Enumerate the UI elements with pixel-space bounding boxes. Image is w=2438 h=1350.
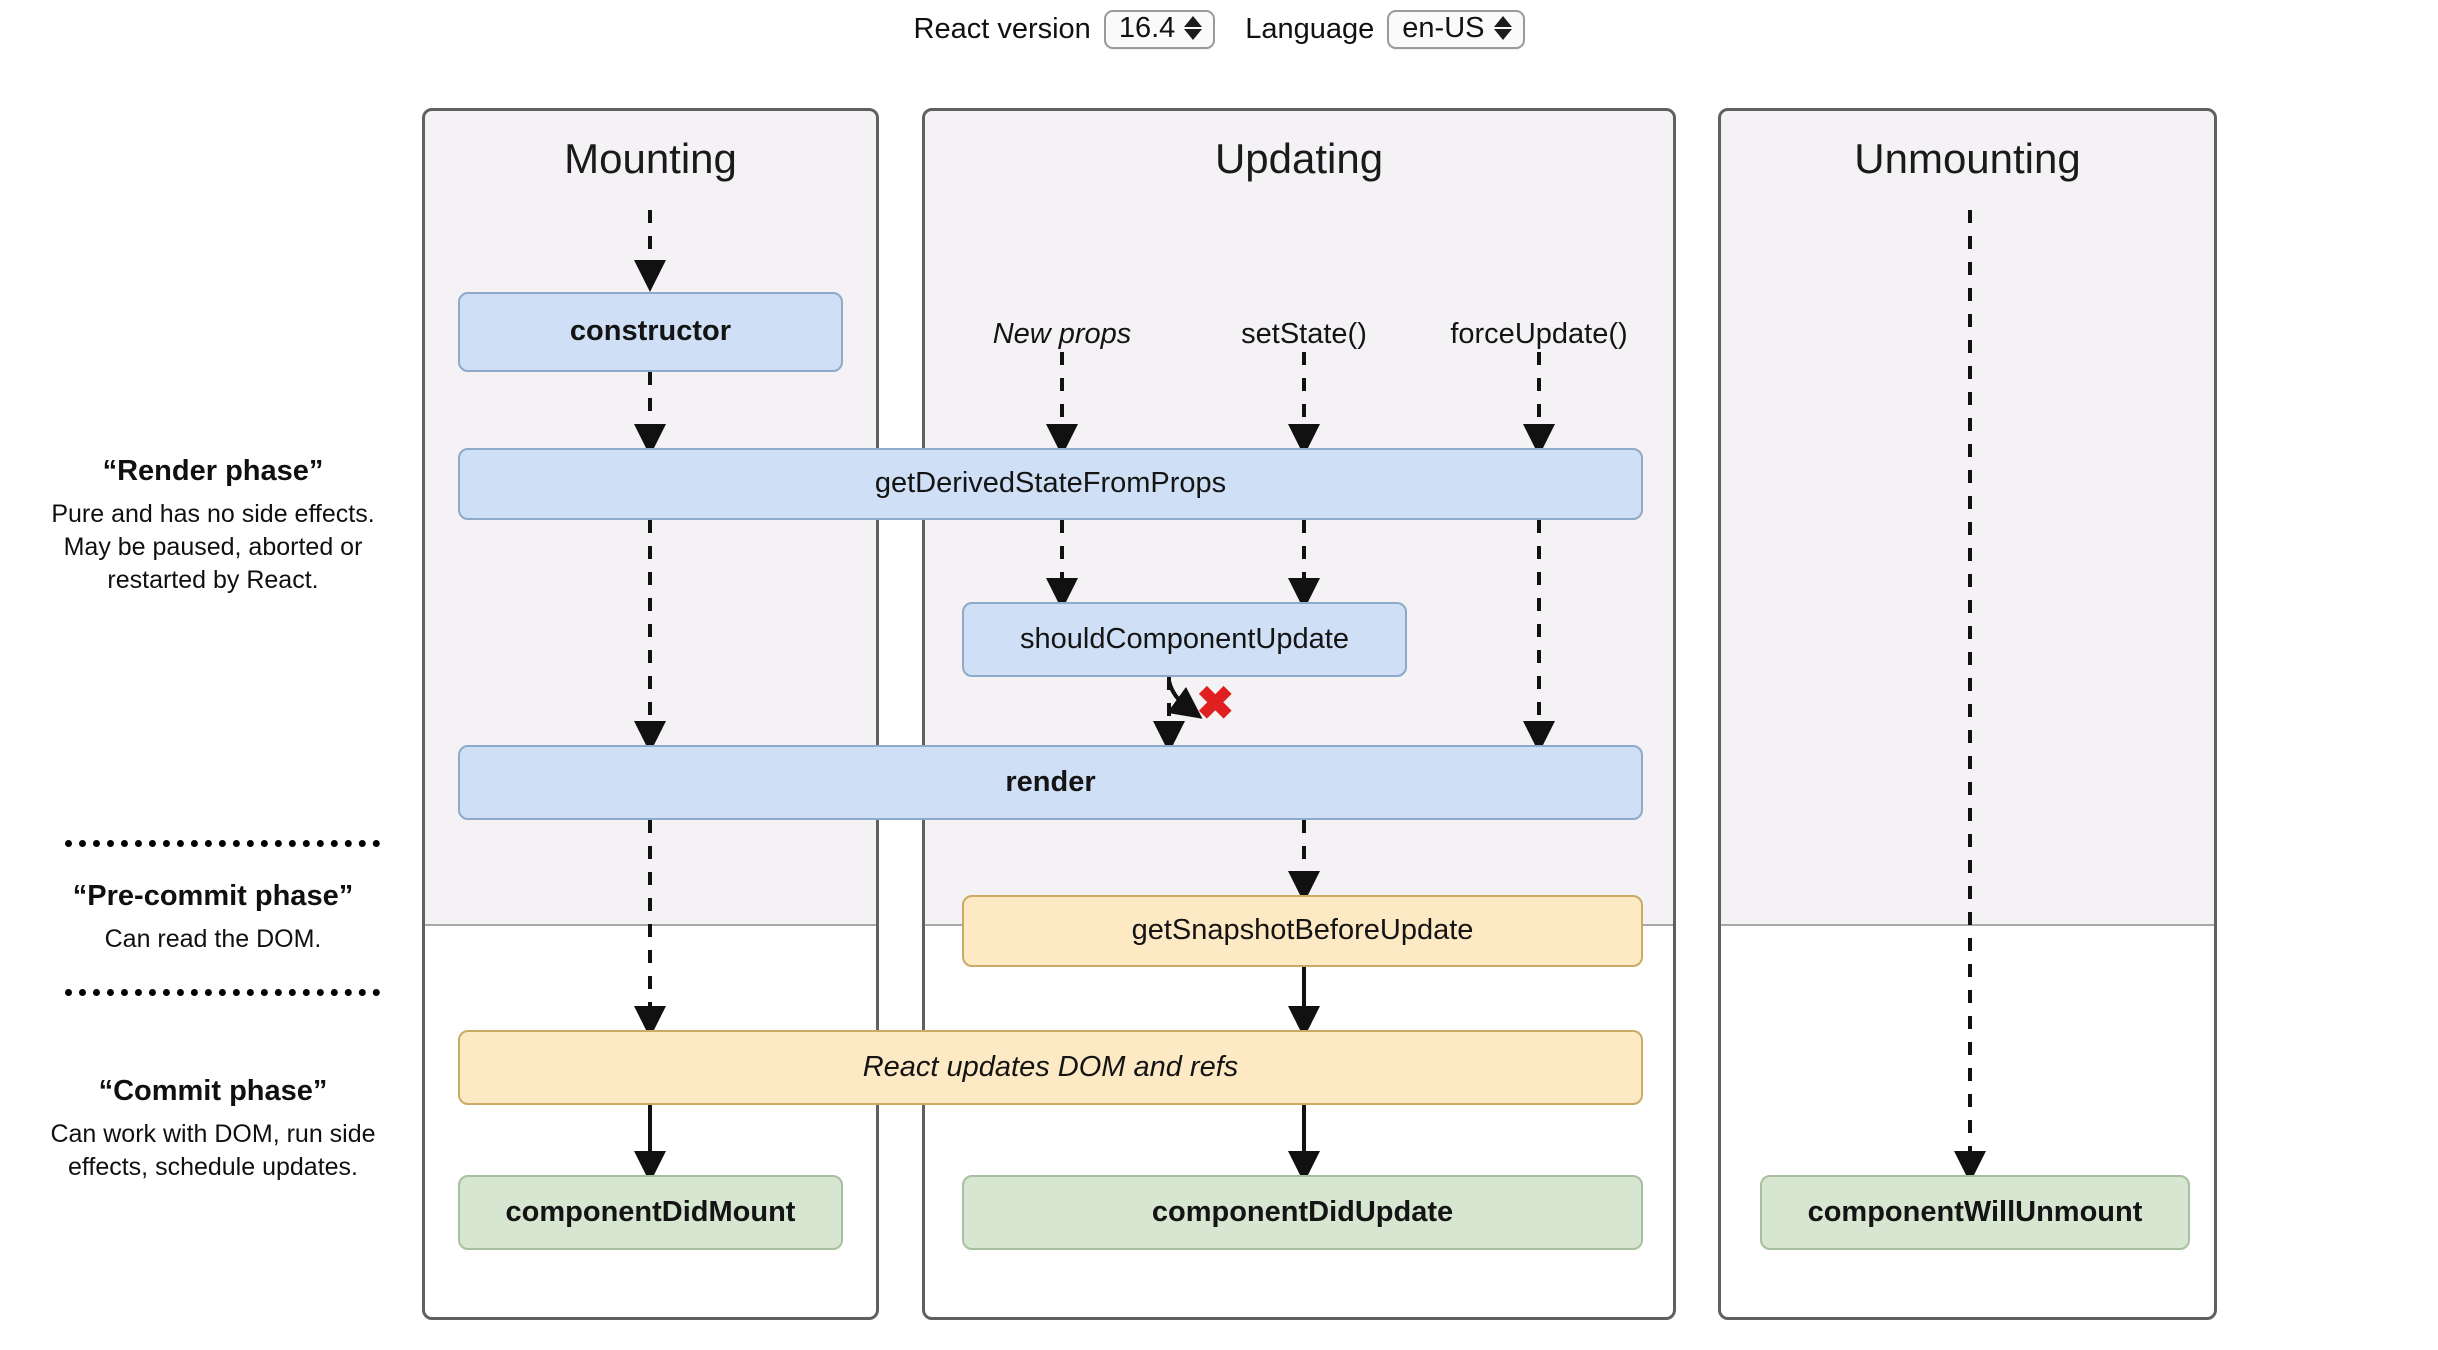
lifecycle-box-component-did-mount[interactable]: componentDidMount (458, 1175, 843, 1250)
unmounting-phase-divider (1721, 924, 2214, 926)
lifecycle-box-get-derived-state-from-props[interactable]: getDerivedStateFromProps (458, 448, 1643, 520)
lifecycle-box-react-updates-dom-and-refs[interactable]: React updates DOM and refs (458, 1030, 1643, 1105)
react-version-select[interactable]: 16.4 (1103, 9, 1216, 49)
unmounting-render-phase-shade (1721, 111, 2214, 924)
trigger-new-props: New props (992, 318, 1132, 350)
column-title-unmounting: Unmounting (1854, 135, 2081, 182)
spinner-arrows-icon[interactable] (1184, 16, 1203, 40)
spinner-arrows-icon[interactable] (1493, 16, 1512, 40)
react-version-label: React version (913, 12, 1091, 45)
lifecycle-box-get-snapshot-before-update[interactable]: getSnapshotBeforeUpdate (962, 895, 1643, 967)
lifecycle-box-component-did-update[interactable]: componentDidUpdate (962, 1175, 1643, 1250)
phase-note-title: “Render phase” (102, 455, 324, 487)
column-updating (922, 108, 1676, 1320)
react-version-control: React version 16.4 (913, 9, 1216, 49)
trigger-set-state: setState() (1241, 318, 1367, 350)
lifecycle-box-should-component-update[interactable]: shouldComponentUpdate (962, 602, 1407, 677)
phase-note-body: Pure and has no side effects. May be pau… (51, 500, 375, 594)
phase-note-commit-phase: “Commit phase” Can work with DOM, run si… (48, 1075, 378, 1184)
skip-update-x-icon: ✖ (1196, 677, 1235, 729)
diagram-toolbar: React version 16.4 Language en-US (0, 0, 2438, 58)
react-version-value: 16.4 (1118, 11, 1176, 44)
phase-note-title: “Pre-commit phase” (72, 880, 354, 912)
lifecycle-box-component-will-unmount[interactable]: componentWillUnmount (1760, 1175, 2190, 1250)
phase-note-body: Can read the DOM. (104, 925, 322, 953)
lifecycle-box-constructor[interactable]: constructor (458, 292, 843, 372)
lifecycle-box-render[interactable]: render (458, 745, 1643, 820)
column-mounting (422, 108, 879, 1320)
column-title-mounting: Mounting (564, 135, 737, 182)
phase-note-body: Can work with DOM, run side effects, sch… (50, 1120, 376, 1181)
phase-note-render-phase: “Render phase” Pure and has no side effe… (48, 455, 378, 597)
phase-divider-dotted-top (65, 840, 380, 847)
column-title-updating: Updating (1214, 135, 1384, 182)
phase-note-title: “Commit phase” (98, 1075, 328, 1107)
language-label: Language (1245, 12, 1375, 45)
language-control: Language en-US (1245, 9, 1525, 49)
phase-divider-dotted-bottom (65, 989, 380, 996)
column-unmounting (1718, 108, 2217, 1320)
language-value: en-US (1402, 11, 1485, 44)
trigger-force-update: forceUpdate() (1450, 318, 1628, 350)
language-select[interactable]: en-US (1387, 9, 1525, 49)
phase-note-pre-commit-phase: “Pre-commit phase” Can read the DOM. (48, 880, 378, 956)
